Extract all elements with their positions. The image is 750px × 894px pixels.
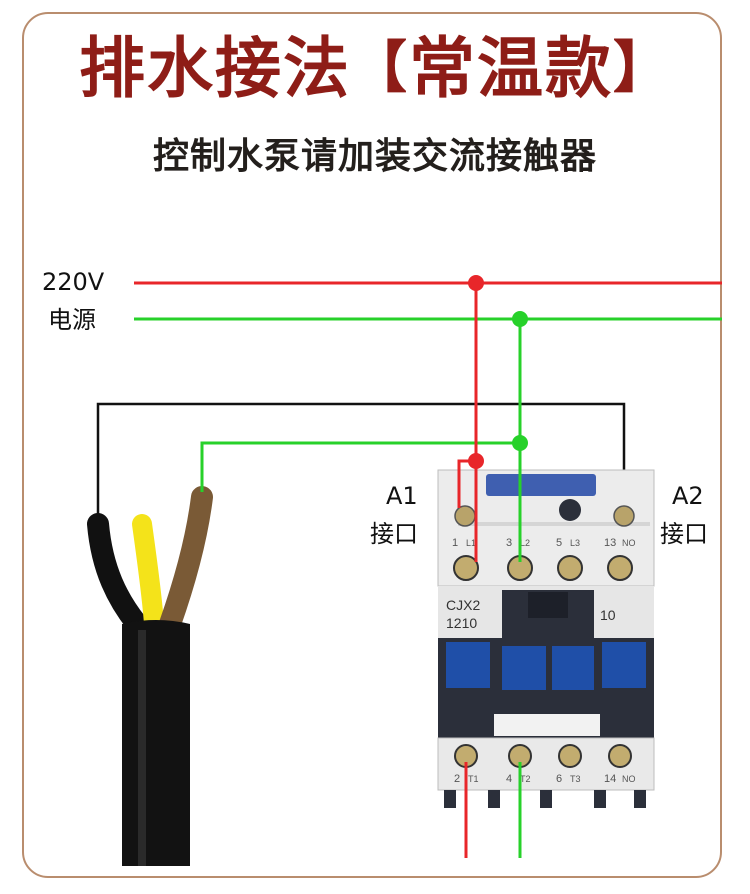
cable-jacket [122,624,190,866]
neutral-lead-junction-dot [512,435,528,451]
ac-contactor: CJX2 1210 10 1 L1 3 L2 5 L3 13 NO [437,469,655,808]
power-source-label: 电源 [48,306,96,334]
top-terminal-tag: L1 [466,538,476,548]
top-terminal-num: 1 [452,537,458,549]
terminal-screw-icon [608,744,632,768]
top-terminal-num: 5 [556,537,562,549]
top-terminal-tag: L2 [520,538,530,548]
a1-coil-screw-icon [454,505,476,527]
page-subtitle: 控制水泵请加装交流接触器 [152,136,597,177]
three-core-cable [87,486,213,866]
live-junction-dot [468,275,484,291]
rounded-border-frame [22,12,722,878]
a2-coil-screw-icon [613,505,635,527]
bottom-terminal-num: 6 [556,773,562,785]
title-open-bracket: 【 [351,36,409,101]
model-line-2: 1210 [446,615,477,631]
title-main: 排水接法 [79,30,351,107]
power-voltage-label: 220V [42,268,105,296]
a1-terminal-name: A1 [386,482,418,510]
bottom-terminal-tag: T2 [520,774,531,784]
a2-terminal-name: A2 [672,482,704,510]
a1-terminal-label: 接口 [370,520,418,548]
bottom-terminal-tag: NO [622,774,636,784]
bottom-terminal-tag: T3 [570,774,581,784]
neutral-junction-dot [512,311,528,327]
blue-contact-window-2 [502,646,546,690]
terminal-screw-icon [607,555,633,581]
terminal-screw-icon [557,555,583,581]
bottom-terminal-num: 14 [604,773,616,785]
terminal-screw-icon [558,744,582,768]
top-terminal-tag: L3 [570,538,580,548]
aux-contact-number: 10 [600,607,616,623]
page-title: 排水接法【常温款】 [0,30,750,108]
terminal-screw-icon [453,555,479,581]
blue-contact-window-1 [446,642,490,688]
center-screw-icon [559,499,581,521]
bottom-terminal-tag: T1 [468,774,479,784]
top-terminal-num: 13 [604,537,616,549]
yellow-core-wire [132,514,164,634]
a2-terminal-label: 接口 [660,520,708,548]
model-line-1: CJX2 [446,597,480,613]
top-terminal-tag: NO [622,538,636,548]
title-close-bracket: 】 [613,36,671,101]
green-lead-wire [200,441,520,492]
bottom-terminal-num: 4 [506,773,512,785]
title-mode: 常温款 [409,30,613,107]
brown-core-wire [159,486,213,635]
blue-contact-window-3 [552,646,594,690]
black-lead-wire [96,402,626,518]
bottom-terminal-num: 2 [454,773,460,785]
black-core-wire [87,513,148,635]
a1-junction-dot [468,453,484,469]
top-terminal-num: 3 [506,537,512,549]
blue-contact-window-4 [602,642,646,688]
